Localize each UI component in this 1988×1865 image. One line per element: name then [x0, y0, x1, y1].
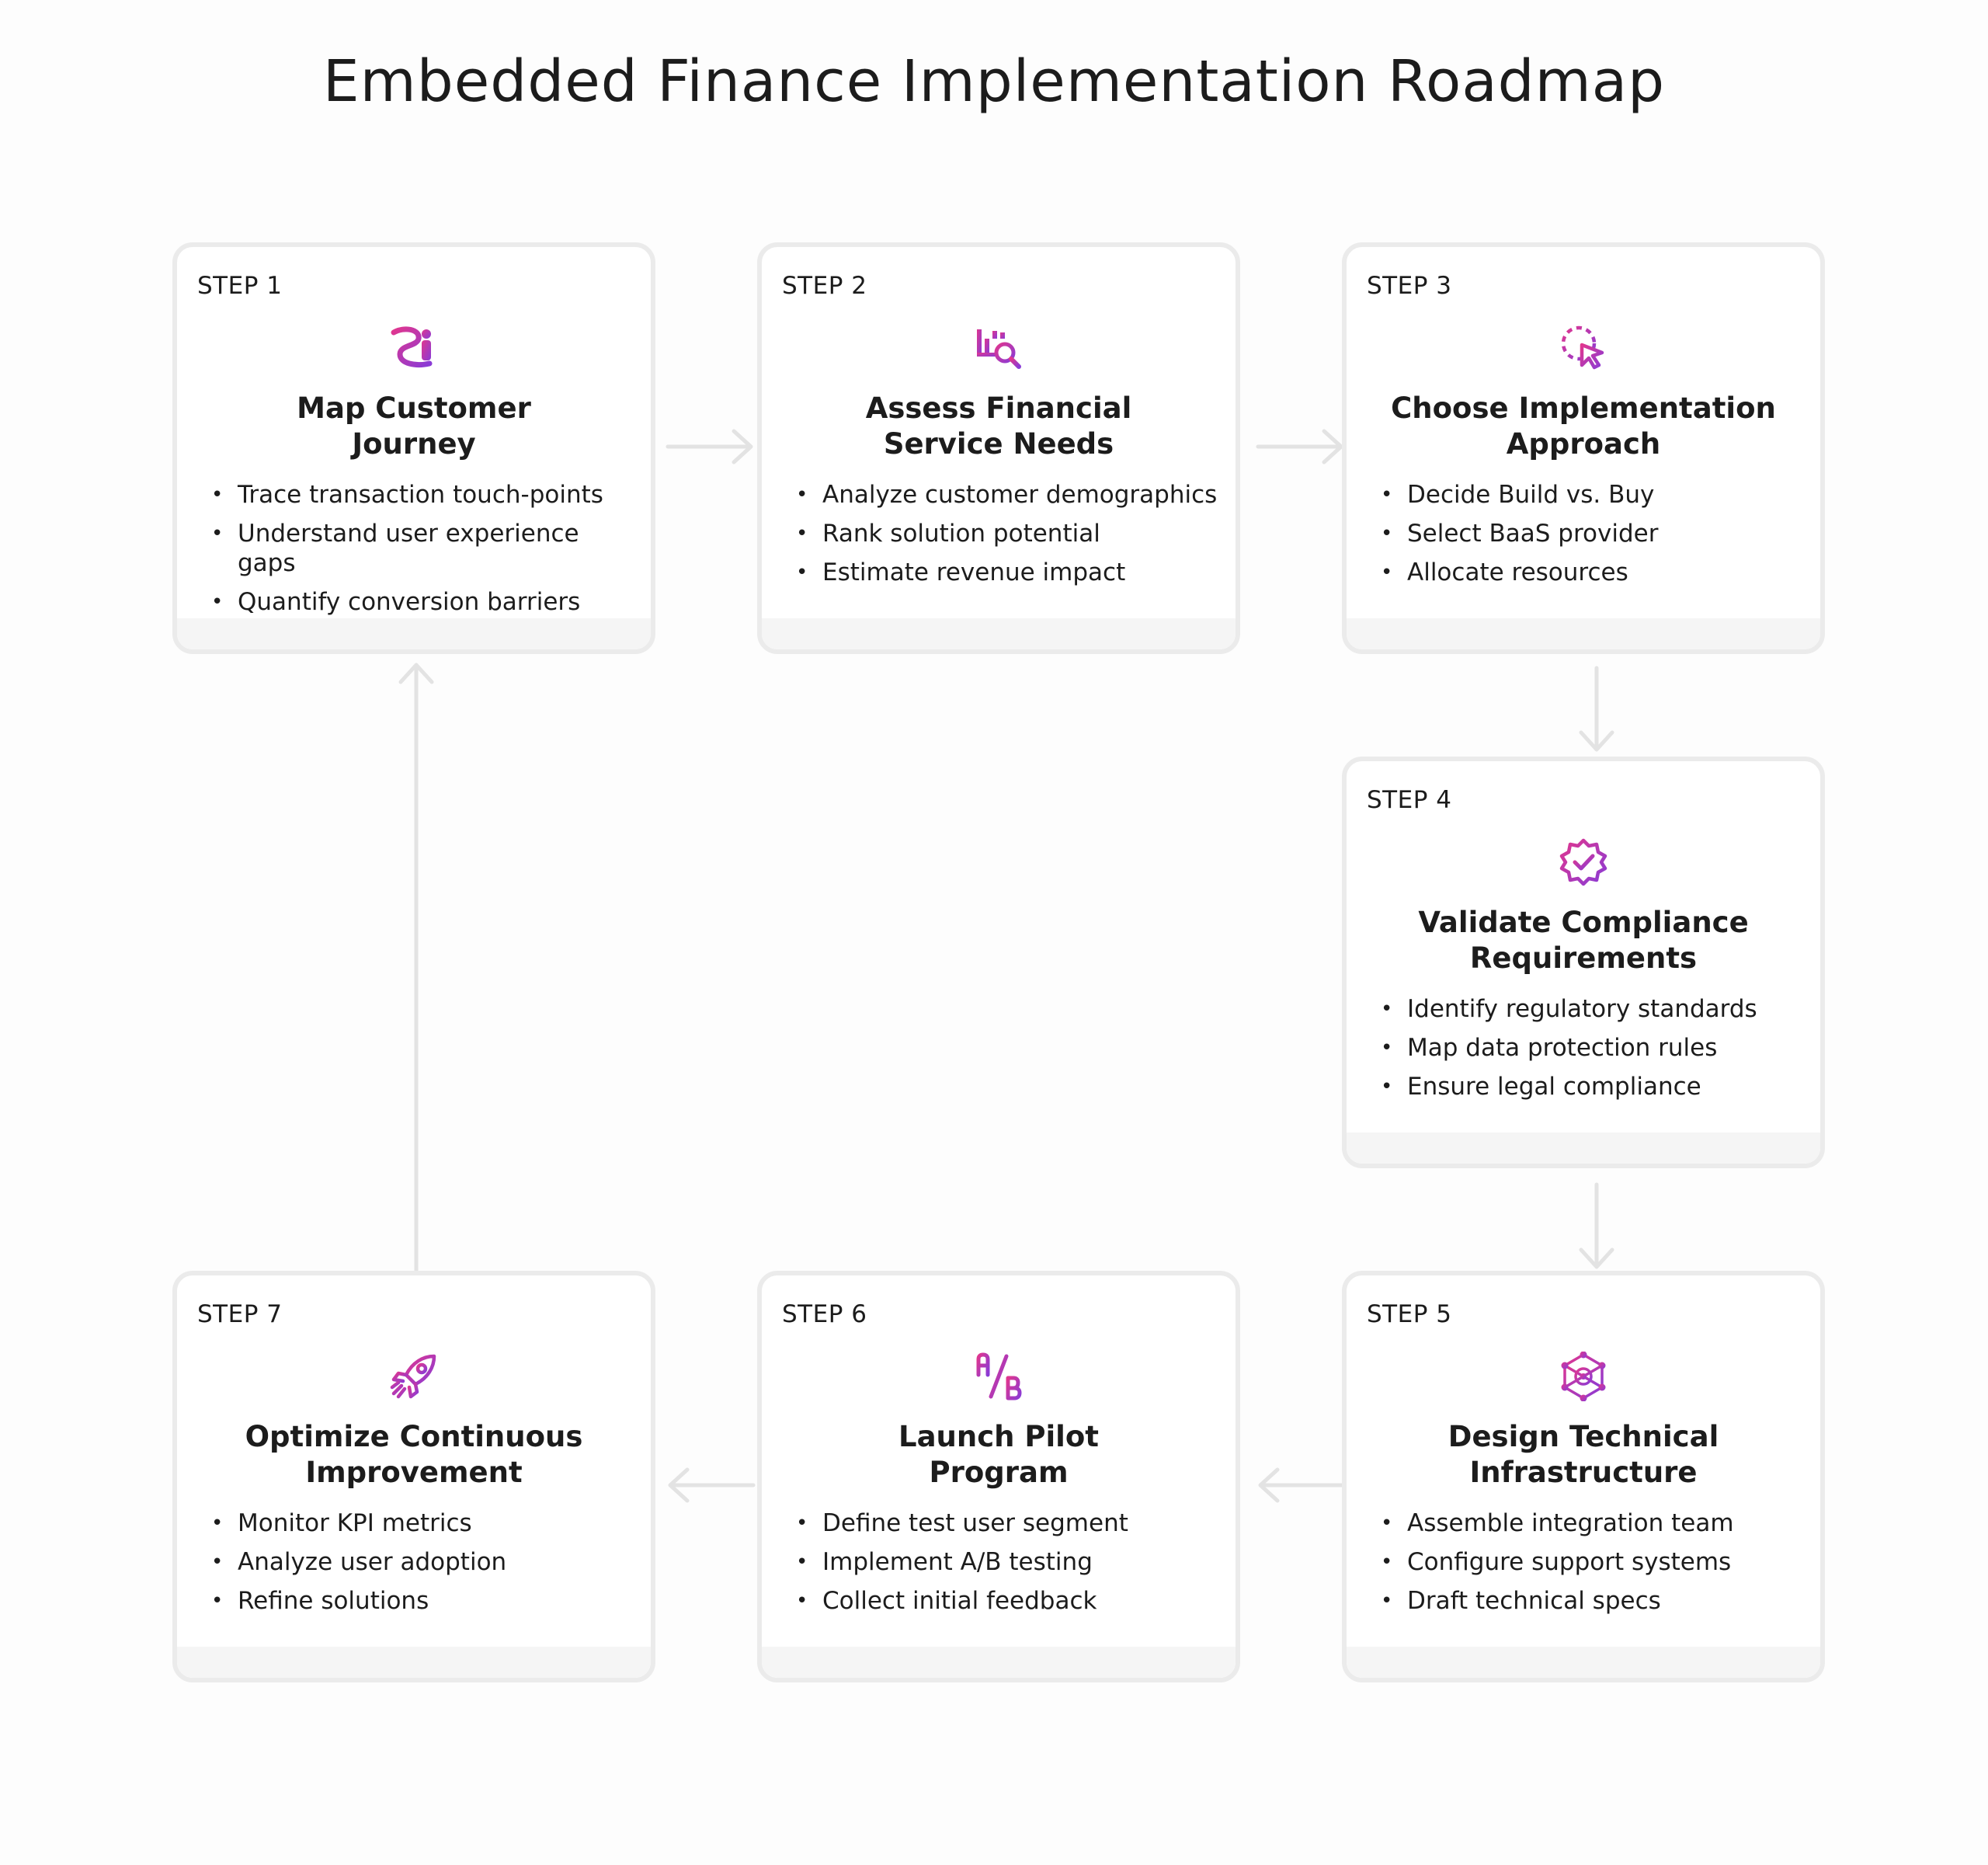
chart-search-icon [977, 329, 1021, 369]
list-item: Quantify conversion barriers [211, 587, 637, 617]
card-footer [762, 618, 1236, 649]
step-label: STEP 7 [197, 1300, 283, 1328]
list-item: Map data protection rules [1381, 1033, 1806, 1063]
step-label: STEP 5 [1367, 1300, 1452, 1328]
step-bullet-list: Trace transaction touch-points Understan… [211, 480, 637, 626]
list-item: Monitor KPI metrics [211, 1508, 637, 1538]
list-item: Analyze customer demographics [796, 480, 1222, 510]
step-label: STEP 3 [1367, 272, 1452, 300]
list-item: Allocate resources [1381, 558, 1806, 587]
list-item: Refine solutions [211, 1586, 637, 1616]
list-item: Estimate revenue impact [796, 558, 1222, 587]
list-item: Rank solution potential [796, 519, 1222, 548]
step-label: STEP 4 [1367, 786, 1452, 814]
arrow-step6-to-step7 [668, 1467, 756, 1503]
list-item: Understand user experience gaps [211, 519, 637, 578]
list-item: Collect initial feedback [796, 1586, 1222, 1616]
cursor-select-icon [1561, 325, 1604, 370]
page-title: Embedded Finance Implementation Roadmap [322, 48, 1666, 115]
card-footer [177, 1647, 651, 1678]
arrow-step7-to-step1 [398, 663, 434, 1273]
arrow-step2-to-step3 [1256, 429, 1343, 465]
arrow-step5-to-step6 [1258, 1467, 1346, 1503]
list-item: Implement A/B testing [796, 1547, 1222, 1577]
arrow-step3-to-step4 [1579, 666, 1614, 752]
card-footer [177, 618, 651, 649]
list-item: Draft technical specs [1381, 1586, 1806, 1616]
verified-badge-icon [1559, 838, 1607, 886]
step-bullet-list: Decide Build vs. Buy Select BaaS provide… [1381, 480, 1806, 597]
list-item: Trace transaction touch-points [211, 480, 637, 510]
step-bullet-list: Assemble integration team Configure supp… [1381, 1508, 1806, 1625]
step-label: STEP 2 [782, 272, 867, 300]
list-item: Decide Build vs. Buy [1381, 480, 1806, 510]
list-item: Configure support systems [1381, 1547, 1806, 1577]
card-footer [762, 1647, 1236, 1678]
list-item: Select BaaS provider [1381, 519, 1806, 548]
step-bullet-list: Define test user segment Implement A/B t… [796, 1508, 1222, 1625]
customer-journey-icon [391, 326, 433, 367]
step-label: STEP 1 [197, 272, 283, 300]
list-item: Assemble integration team [1381, 1508, 1806, 1538]
card-footer [1347, 1133, 1820, 1164]
card-footer [1347, 618, 1820, 649]
list-item: Identify regulatory standards [1381, 994, 1806, 1024]
arrow-step4-to-step5 [1579, 1182, 1614, 1269]
step-bullet-list: Identify regulatory standards Map data p… [1381, 994, 1806, 1111]
step-bullet-list: Monitor KPI metrics Analyze user adoptio… [211, 1508, 637, 1625]
arrow-step1-to-step2 [666, 429, 753, 465]
list-item: Analyze user adoption [211, 1547, 637, 1577]
card-footer [1347, 1647, 1820, 1678]
step-label: STEP 6 [782, 1300, 867, 1328]
list-item: Define test user segment [796, 1508, 1222, 1538]
ab-test-icon [976, 1352, 1022, 1400]
rocket-icon [390, 1354, 436, 1399]
list-item: Ensure legal compliance [1381, 1072, 1806, 1101]
step-bullet-list: Analyze customer demographics Rank solut… [796, 480, 1222, 597]
network-icon [1561, 1352, 1606, 1401]
